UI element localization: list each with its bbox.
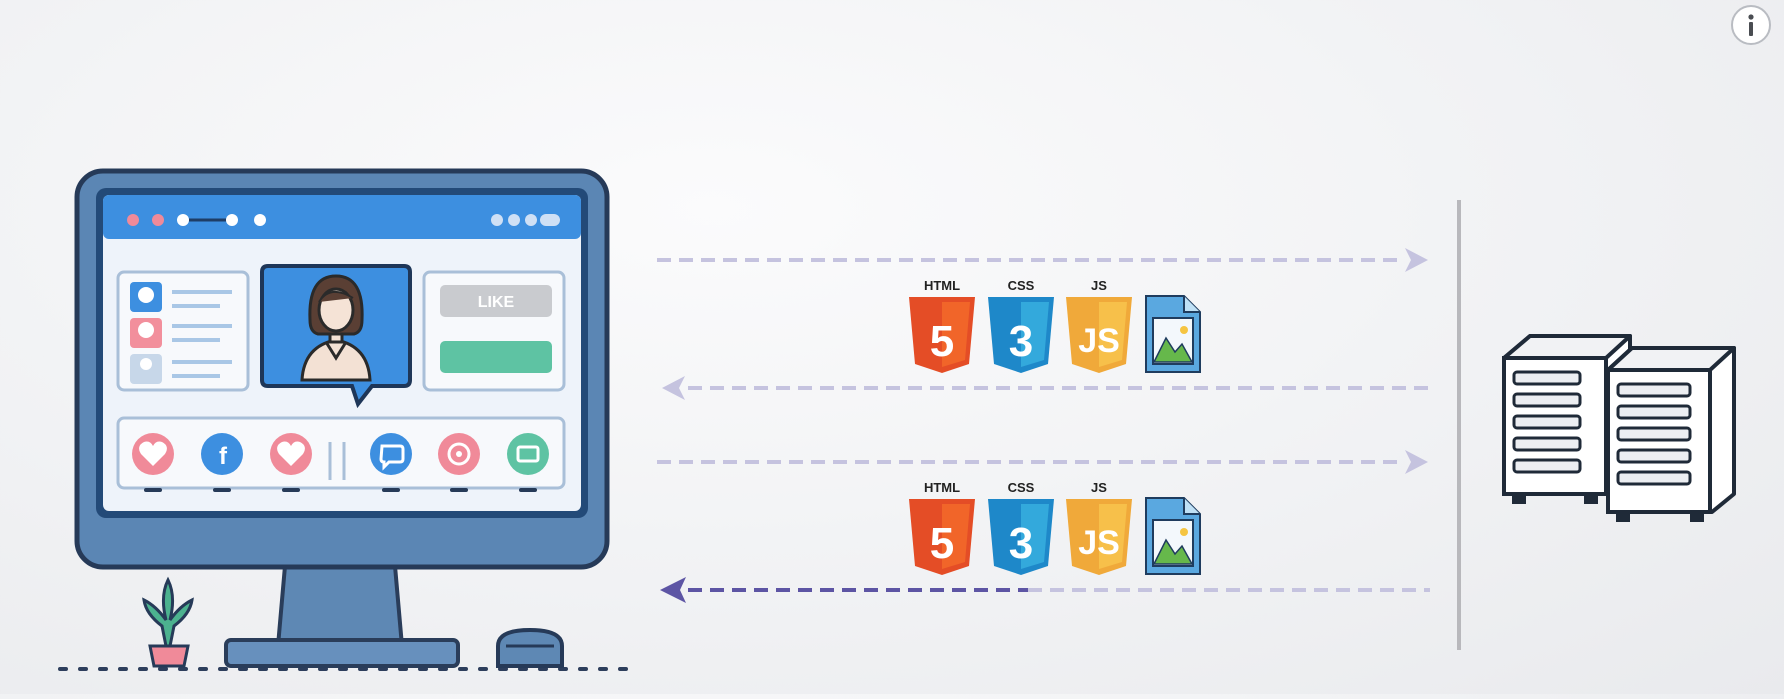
action-button[interactable]: [440, 341, 552, 373]
heart-icon[interactable]: [132, 433, 174, 475]
js-icon: JS: [1066, 499, 1132, 575]
server-rack-icon: [1502, 334, 1736, 522]
file-group-1: HTML CSS JS 5 3 JS: [909, 278, 1201, 373]
js-label: JS: [1091, 278, 1107, 293]
window-dot: [152, 214, 164, 226]
svg-text:5: 5: [930, 317, 954, 366]
html-label: HTML: [924, 480, 960, 495]
facebook-icon[interactable]: f: [201, 433, 243, 475]
server-unit: [1502, 334, 1632, 504]
heart-icon[interactable]: [270, 433, 312, 475]
svg-text:5: 5: [930, 519, 954, 568]
request-arrow-1: [657, 248, 1428, 272]
html5-icon: 5: [909, 499, 975, 575]
file-group-2: HTML CSS JS 5 3 JS: [909, 480, 1201, 575]
chat-icon[interactable]: [370, 433, 412, 475]
profile-card: [260, 264, 412, 409]
like-button[interactable]: LIKE: [440, 285, 552, 317]
arrowhead-left: [662, 376, 685, 400]
css-label: CSS: [1008, 480, 1035, 495]
server-unit: [1606, 346, 1736, 522]
svg-text:3: 3: [1009, 317, 1033, 366]
svg-text:3: 3: [1009, 519, 1033, 568]
info-icon: [1748, 14, 1754, 36]
like-button-label: LIKE: [478, 294, 515, 311]
arrowhead-right: [1405, 450, 1428, 474]
js-label: JS: [1091, 480, 1107, 495]
svg-text:JS: JS: [1078, 524, 1120, 562]
social-bar: f: [116, 416, 566, 492]
woman-avatar-icon: [300, 274, 372, 382]
html5-icon: 5: [909, 297, 975, 373]
client-computer: LIKE f: [58, 168, 630, 671]
css3-icon: 3: [988, 499, 1054, 575]
monitor-stand: [224, 564, 460, 668]
video-icon[interactable]: [507, 433, 549, 475]
response-arrow-2: [660, 577, 1430, 603]
info-button[interactable]: [1731, 5, 1771, 45]
svg-text:f: f: [219, 443, 228, 470]
arrowhead-left-active: [660, 577, 686, 603]
action-panel: LIKE: [422, 270, 566, 392]
instagram-icon[interactable]: [438, 433, 480, 475]
html-label: HTML: [924, 278, 960, 293]
response-arrow-1: [662, 376, 1430, 400]
request-arrow-2: [657, 450, 1428, 474]
potted-plant-icon: [142, 576, 194, 668]
css-label: CSS: [1008, 278, 1035, 293]
arrowhead-right: [1405, 248, 1428, 272]
browser-toolbar: [103, 195, 581, 239]
css3-icon: 3: [988, 297, 1054, 373]
image-file-icon: [1145, 497, 1201, 575]
mouse-icon: [496, 627, 564, 668]
js-icon: JS: [1066, 297, 1132, 373]
window-dot: [127, 214, 139, 226]
profile-list-panel: [116, 270, 250, 392]
svg-text:JS: JS: [1078, 322, 1120, 360]
image-file-icon: [1145, 295, 1201, 373]
